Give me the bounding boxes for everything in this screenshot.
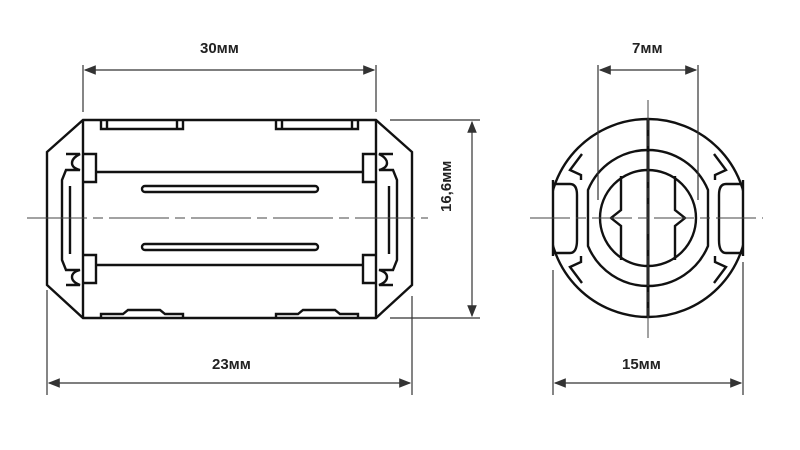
dim-length-body: 23мм bbox=[212, 356, 251, 373]
dim-inner-diameter: 7мм bbox=[632, 40, 663, 57]
top-tab-left bbox=[99, 120, 185, 131]
slot-top bbox=[140, 184, 320, 194]
bottom-tab-left bbox=[99, 308, 185, 318]
bottom-tab-right bbox=[274, 308, 360, 318]
dim-length-total: 30мм bbox=[200, 40, 239, 57]
dim-height: 16,6мм bbox=[438, 160, 455, 212]
slot-bottom bbox=[140, 242, 320, 252]
clip-right bbox=[361, 152, 399, 287]
side-view bbox=[45, 118, 414, 320]
clip-left bbox=[60, 152, 98, 287]
dim-width: 15мм bbox=[622, 356, 661, 373]
body-outline bbox=[45, 118, 414, 320]
top-tab-right bbox=[274, 120, 360, 131]
dimension-lines bbox=[46, 65, 744, 395]
